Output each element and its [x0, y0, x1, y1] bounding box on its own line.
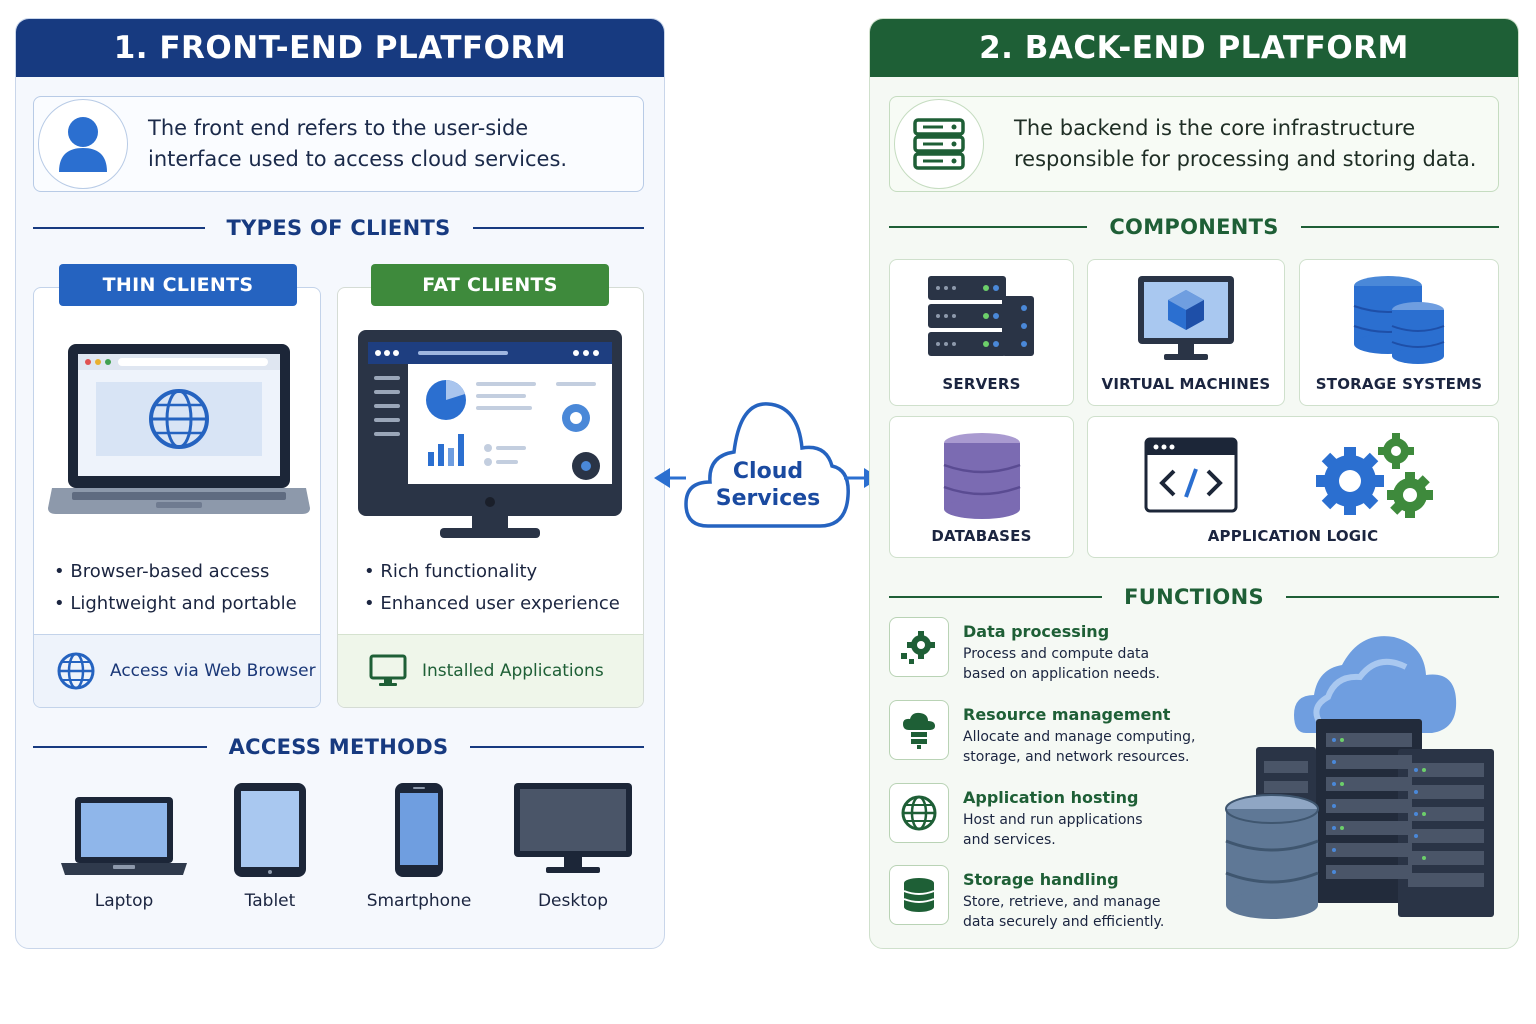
globe-icon: [56, 651, 96, 691]
function-title: Resource management: [963, 705, 1171, 724]
component-virtual-machines: VIRTUAL MACHINES: [1087, 259, 1285, 406]
cloud-services-line2: Services: [715, 486, 821, 511]
cloud-services-line1: Cloud: [732, 459, 804, 484]
storage-systems-icon: [1300, 274, 1498, 368]
back-end-intro: The backend is the core infrastructure r…: [889, 96, 1499, 192]
function-resource-management: Resource management Allocate and manage …: [889, 700, 1195, 767]
device-label: Desktop: [537, 891, 609, 911]
thin-bullet: Lightweight and portable: [54, 588, 296, 620]
function-application-hosting: Application hosting Host and run applica…: [889, 783, 1143, 850]
component-label: STORAGE SYSTEMS: [1315, 375, 1483, 393]
function-description: Allocate and manage computing, storage, …: [963, 727, 1195, 767]
component-label: DATABASES: [931, 527, 1032, 545]
tablet-icon: [222, 779, 318, 879]
function-description-line: storage, and network resources.: [963, 749, 1190, 765]
function-description-line: and services.: [963, 832, 1056, 848]
gear-icon: [889, 617, 949, 677]
cloud-services-connector: Cloud Services: [650, 400, 886, 540]
component-label: VIRTUAL MACHINES: [1101, 375, 1271, 393]
fat-clients-bullets: Rich functionality Enhanced user experie…: [364, 556, 620, 620]
function-title: Data processing: [963, 622, 1110, 641]
laptop-browser-icon: [46, 338, 312, 532]
device-smartphone: Smartphone: [361, 779, 477, 911]
function-description-line: data securely and efficiently.: [963, 914, 1165, 930]
thin-bullet: Browser-based access: [54, 556, 297, 588]
function-title: Storage handling: [963, 870, 1119, 889]
desktop-application-icon: [358, 330, 622, 546]
component-label: SERVERS: [942, 375, 1021, 393]
back-end-intro-text: The backend is the core infrastructure r…: [1014, 116, 1477, 171]
components-title: COMPONENTS: [889, 215, 1500, 239]
back-end-panel: 2. BACK-END PLATFORM The backend is the …: [869, 18, 1519, 949]
back-end-header: 2. BACK-END PLATFORM: [870, 19, 1518, 77]
function-title: Application hosting: [963, 788, 1139, 807]
function-description: Store, retrieve, and manage data securel…: [963, 892, 1164, 932]
function-description-line: Allocate and manage computing,: [963, 729, 1196, 745]
gears-icon: [1314, 433, 1438, 527]
monitor-icon: [368, 653, 408, 689]
fat-clients-card: Rich functionality Enhanced user experie…: [337, 287, 644, 708]
server-stack-icon: [894, 99, 984, 189]
function-data-processing: Data processing Process and compute data…: [889, 617, 1160, 684]
fat-clients-footer-text: Installed Applications: [422, 661, 604, 681]
device-desktop: Desktop: [510, 779, 636, 911]
fat-clients-footer: Installed Applications: [338, 634, 643, 707]
code-window-icon: [1144, 437, 1238, 517]
types-of-clients-title: TYPES OF CLIENTS: [33, 216, 644, 240]
servers-icon: [890, 274, 1073, 360]
function-description: Process and compute data based on applic…: [963, 644, 1160, 684]
thin-clients-card: Browser-based access Lightweight and por…: [33, 287, 321, 708]
databases-icon: [890, 431, 1073, 523]
front-end-panel: 1. FRONT-END PLATFORM The front end refe…: [15, 18, 665, 949]
fat-bullet: Enhanced user experience: [364, 588, 620, 620]
virtual-machine-icon: [1088, 274, 1284, 364]
function-storage-handling: Storage handling Store, retrieve, and ma…: [889, 865, 1164, 932]
component-databases: DATABASES: [889, 416, 1074, 558]
cloud-services-label: Cloud Services: [650, 458, 886, 512]
thin-clients-footer: Access via Web Browser: [34, 634, 320, 707]
fat-clients-tab: FAT CLIENTS: [371, 264, 609, 306]
device-label: Laptop: [94, 891, 154, 911]
database-icon: [889, 865, 949, 925]
function-description-line: Host and run applications: [963, 812, 1143, 828]
front-end-intro: The front end refers to the user-side in…: [33, 96, 644, 192]
device-label: Smartphone: [366, 891, 472, 911]
fat-bullet: Rich functionality: [364, 556, 620, 588]
device-laptop: Laptop: [58, 779, 190, 911]
globe-icon: [889, 783, 949, 843]
device-label: Tablet: [244, 891, 296, 911]
data-center-illustration: [1210, 623, 1500, 927]
user-icon: [38, 99, 128, 189]
thin-clients-bullets: Browser-based access Lightweight and por…: [54, 556, 297, 620]
laptop-icon: [58, 779, 190, 879]
function-description-line: based on application needs.: [963, 666, 1161, 682]
component-application-logic: APPLICATION LOGIC: [1087, 416, 1499, 558]
function-description-line: Process and compute data: [963, 646, 1150, 662]
function-description: Host and run applications and services.: [963, 810, 1143, 850]
smartphone-icon: [361, 779, 477, 879]
front-end-intro-text: The front end refers to the user-side in…: [148, 116, 568, 171]
access-methods-title: ACCESS METHODS: [33, 735, 645, 759]
cloud-server-icon: [889, 700, 949, 760]
functions-title: FUNCTIONS: [889, 585, 1499, 609]
thin-clients-footer-text: Access via Web Browser: [110, 661, 316, 681]
component-storage-systems: STORAGE SYSTEMS: [1299, 259, 1499, 406]
desktop-icon: [510, 779, 636, 879]
thin-clients-tab: THIN CLIENTS: [59, 264, 297, 306]
front-end-header: 1. FRONT-END PLATFORM: [16, 19, 664, 77]
component-label: APPLICATION LOGIC: [1207, 527, 1379, 545]
device-tablet: Tablet: [222, 779, 318, 911]
component-servers: SERVERS: [889, 259, 1074, 406]
function-description-line: Store, retrieve, and manage: [963, 894, 1161, 910]
